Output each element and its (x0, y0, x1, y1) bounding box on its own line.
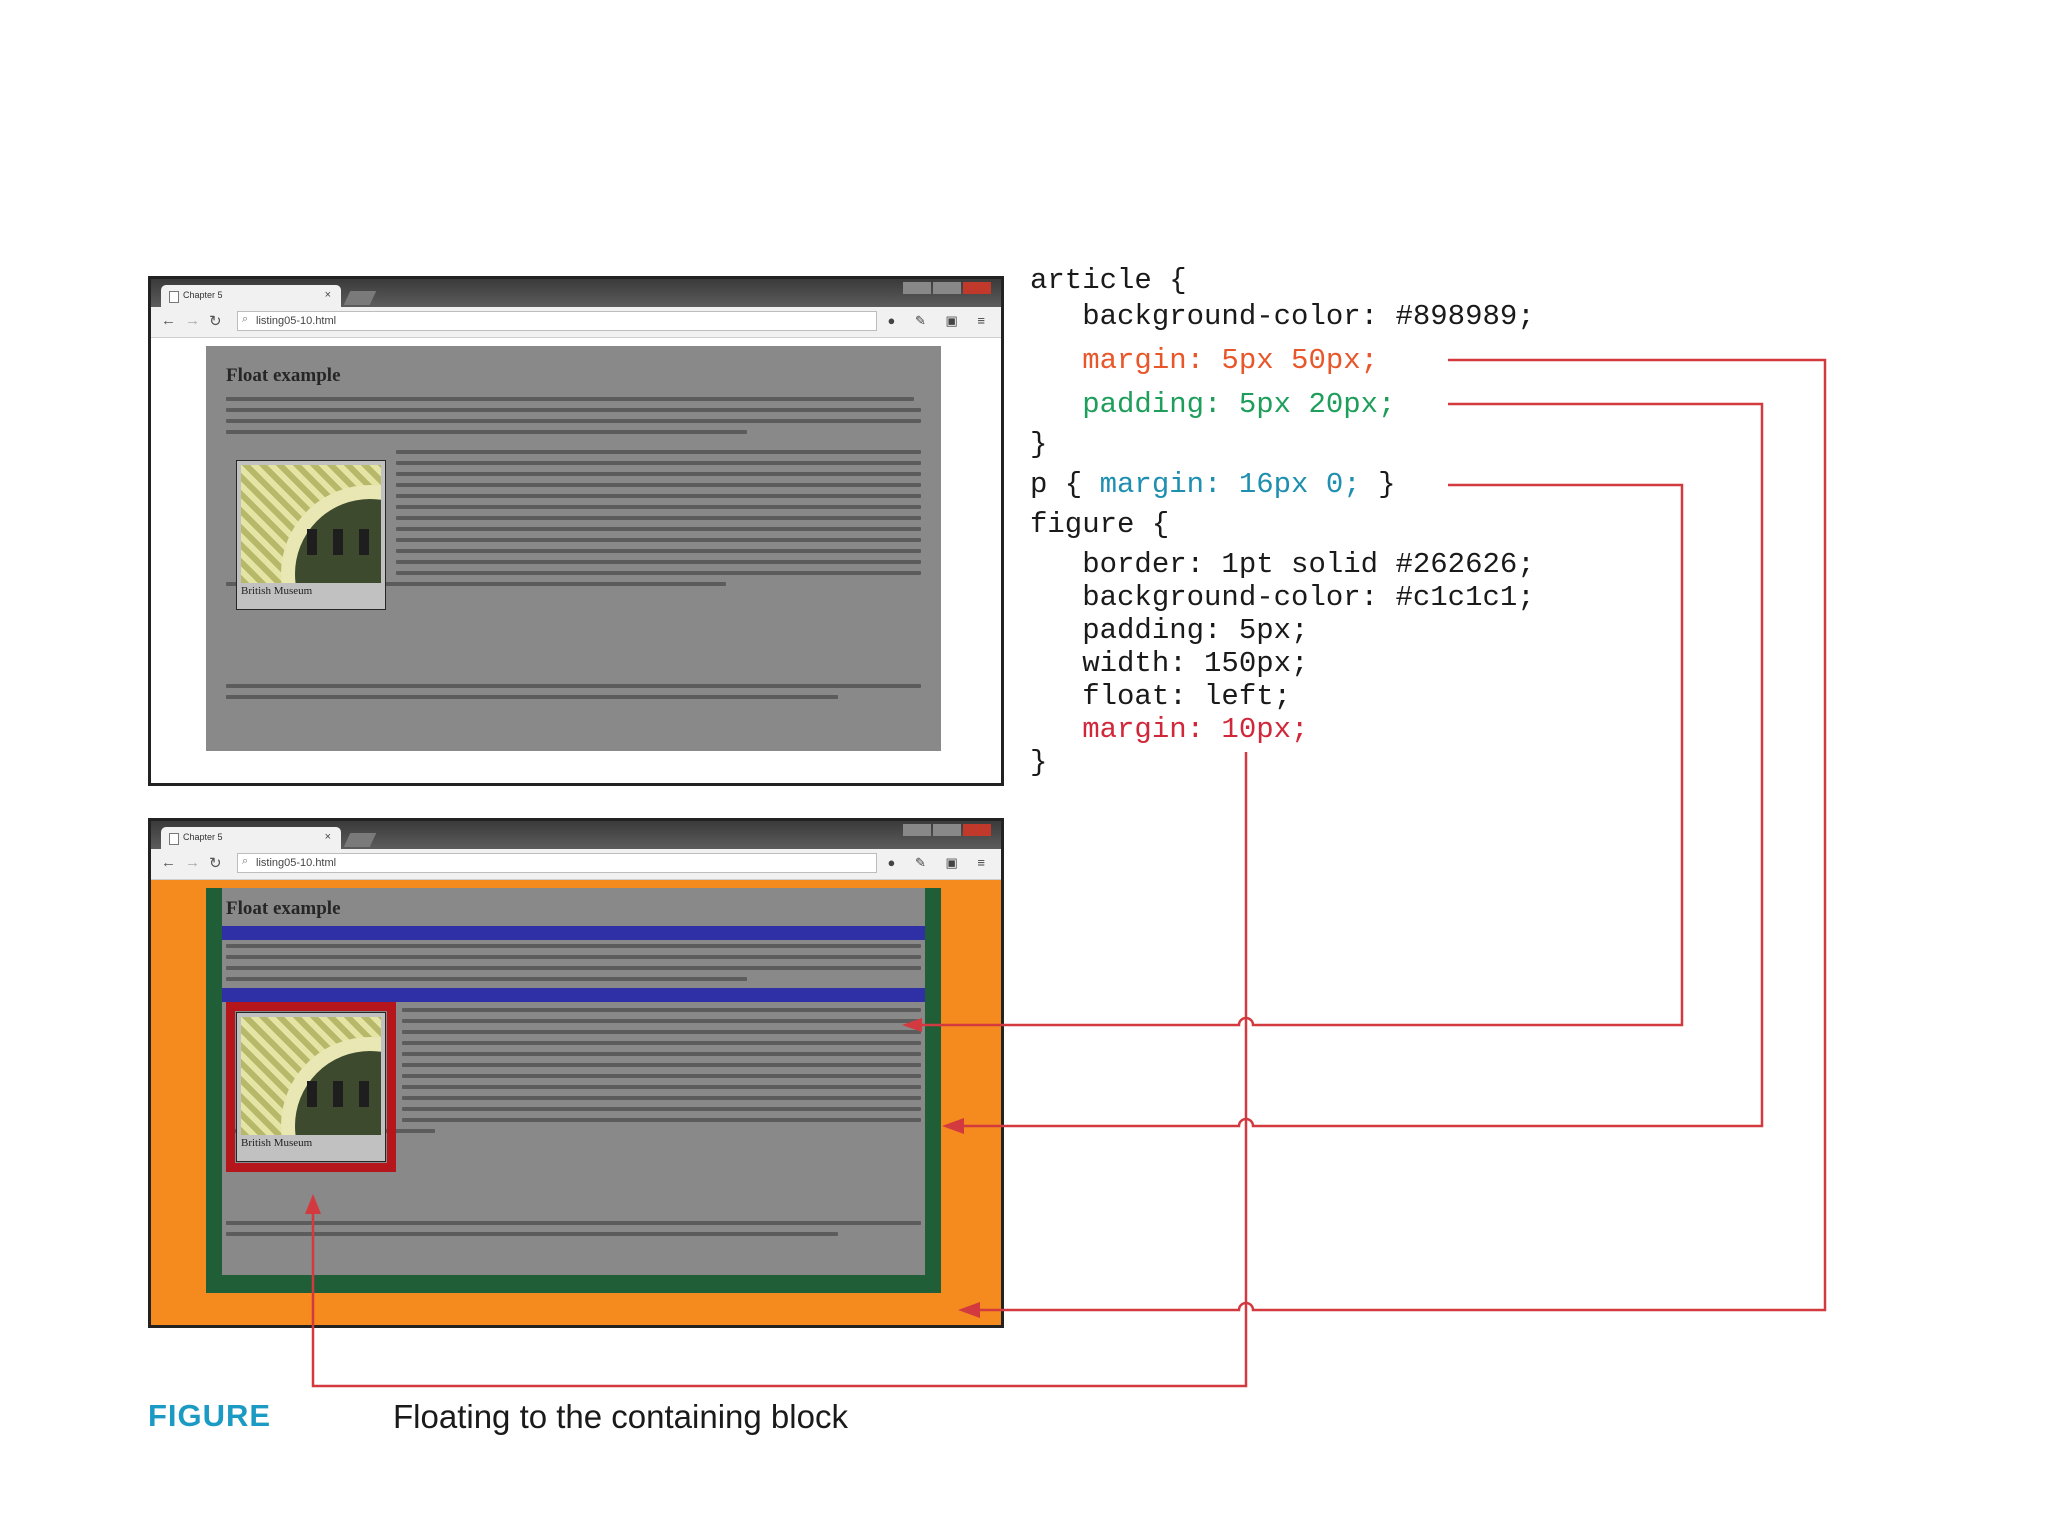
connector-article-margin (975, 360, 1825, 1310)
connector-article-padding (960, 404, 1762, 1126)
arrowhead-p-margin (902, 1018, 922, 1032)
arrowhead-article-padding (942, 1118, 964, 1134)
figure-label: FIGURE (148, 1398, 271, 1434)
arrowhead-article-margin (958, 1302, 980, 1318)
figure-caption-text: Floating to the containing block (393, 1398, 848, 1436)
connector-figure-margin (313, 752, 1246, 1386)
arrowhead-figure-margin (305, 1194, 321, 1214)
connector-p-margin (918, 485, 1682, 1025)
